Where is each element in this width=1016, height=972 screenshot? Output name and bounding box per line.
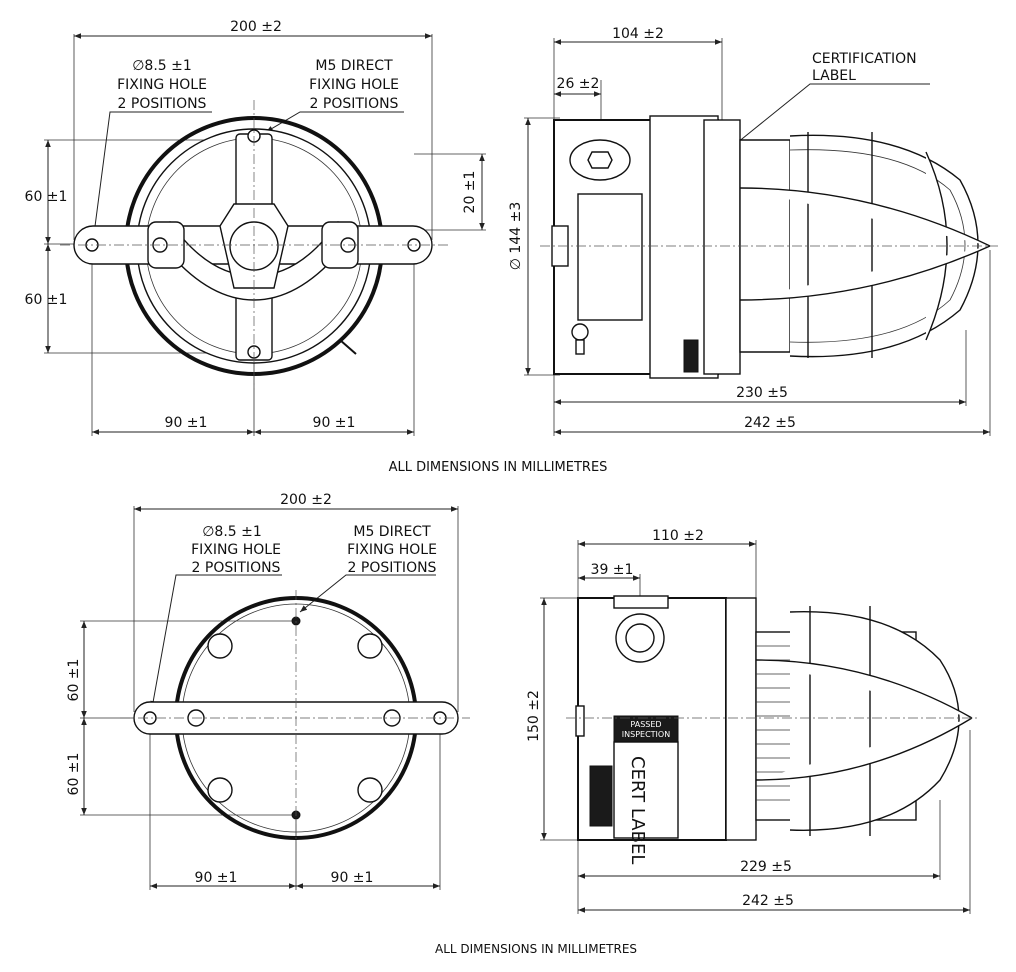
top-side-view: 104 ±2 26 ±2 CERTIFICATION LABEL ∅ 144 ±… <box>508 26 998 436</box>
top-front-m5-label-1: M5 DIRECT <box>315 58 393 74</box>
bottom-side-height-dim: 150 ±2 <box>526 690 542 742</box>
top-front-lower-dim: 60 ±1 <box>25 292 68 308</box>
top-side-length-a: 230 ±5 <box>736 385 788 401</box>
top-front-hole-label-3: 2 POSITIONS <box>118 96 207 112</box>
bottom-side-depth-dim: 110 ±2 <box>652 528 704 544</box>
bottom-side-cert-text: CERT LABEL <box>627 756 648 864</box>
top-front-m5-label-3: 2 POSITIONS <box>310 96 399 112</box>
bottom-side-length-b: 242 ±5 <box>742 893 794 909</box>
top-side-depth-dim: 104 ±2 <box>612 26 664 42</box>
top-side-length-b: 242 ±5 <box>744 415 796 431</box>
top-front-upper-dim: 60 ±1 <box>25 189 68 205</box>
bottom-side-length-a: 229 ±5 <box>740 859 792 875</box>
top-front-width-dim: 200 ±2 <box>230 19 282 35</box>
top-side-cert-label-1: CERTIFICATION <box>812 51 917 67</box>
bottom-side-passed-label-1: PASSED <box>630 720 661 729</box>
top-side-diameter-dim: ∅ 144 ±3 <box>508 202 524 270</box>
bottom-side-view: 110 ±2 39 ±1 150 ±2 PASSED INSPECTION CE… <box>526 528 980 914</box>
bottom-front-m5-label-1: M5 DIRECT <box>353 524 431 540</box>
bottom-front-right-half: 90 ±1 <box>331 870 374 886</box>
top-front-view: 200 ±2 ∅8.5 ±1 FIXING HOLE 2 POSITIONS M… <box>25 19 486 436</box>
bottom-front-m5-label-2: FIXING HOLE <box>347 542 437 558</box>
bottom-side-passed-label-2: INSPECTION <box>622 730 670 739</box>
bottom-side-pos-dim: 39 ±1 <box>591 562 634 578</box>
bottom-caption: ALL DIMENSIONS IN MILLIMETRES <box>435 942 637 956</box>
top-front-m5-label-2: FIXING HOLE <box>309 77 399 93</box>
top-front-right-half: 90 ±1 <box>313 415 356 431</box>
top-side-pos-dim: 26 ±2 <box>557 76 600 92</box>
bottom-front-hole-label-3: 2 POSITIONS <box>192 560 281 576</box>
top-front-left-half: 90 ±1 <box>165 415 208 431</box>
bottom-front-hole-label-2: FIXING HOLE <box>191 542 281 558</box>
top-caption: ALL DIMENSIONS IN MILLIMETRES <box>389 460 608 475</box>
bottom-front-upper-dim: 60 ±1 <box>66 659 82 702</box>
top-front-hole-label-1: ∅8.5 ±1 <box>132 58 192 74</box>
top-front-offset-dim: 20 ±1 <box>462 171 478 214</box>
bottom-front-m5-label-3: 2 POSITIONS <box>348 560 437 576</box>
bottom-front-left-half: 90 ±1 <box>195 870 238 886</box>
top-front-hole-label-2: FIXING HOLE <box>117 77 207 93</box>
bottom-front-hole-label-1: ∅8.5 ±1 <box>202 524 262 540</box>
bottom-front-width-dim: 200 ±2 <box>280 492 332 508</box>
top-side-cert-label-2: LABEL <box>812 68 856 84</box>
bottom-front-view: 200 ±2 ∅8.5 ±1 FIXING HOLE 2 POSITIONS M… <box>66 492 470 890</box>
bottom-front-lower-dim: 60 ±1 <box>66 753 82 796</box>
